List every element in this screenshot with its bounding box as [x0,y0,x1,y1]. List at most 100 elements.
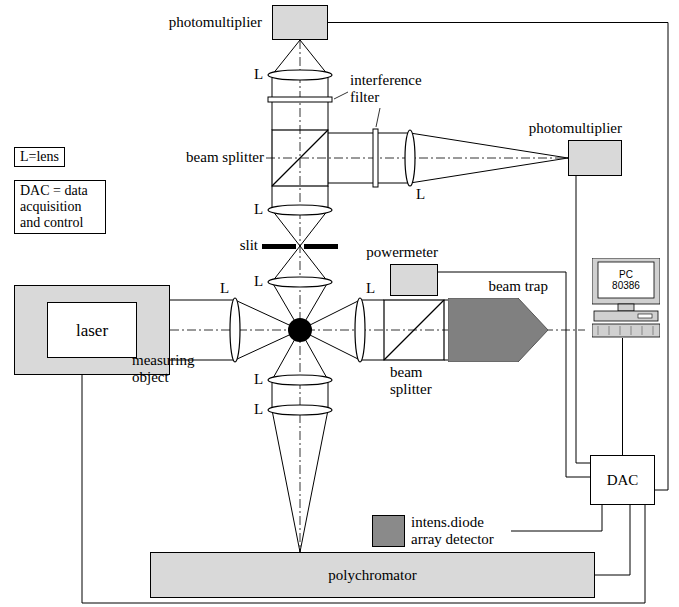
powermeter-box: powermeter [366,244,438,296]
powermeter-box-body [390,264,438,296]
computer-part [618,304,634,311]
beam-trap-shape [448,298,548,362]
beam-splitter-cube [384,300,444,360]
light-beam [410,158,568,183]
leader-line [376,108,380,127]
beam-trap: beam trap [448,278,548,362]
part-label: L [416,186,425,203]
node-text: L=lens [20,149,59,165]
node-text: DAC = data acquisition and control [20,183,100,231]
optical-axis [300,40,301,552]
light-beam [360,360,384,361]
light-beam [272,410,300,552]
text-wrapper: photomultiplier [169,14,262,31]
light-beam [272,186,273,210]
computer-part [592,258,660,304]
slit [262,244,296,249]
lens [230,298,240,362]
node-text: polychromator [328,567,416,584]
keyboard-key [642,326,643,335]
light-beam [410,133,568,158]
node-text: laser [76,321,108,340]
beam-splitter-cube [272,130,328,186]
text-wrapper: intens.diode array detector [411,514,511,548]
keyboard-key [653,326,654,335]
part-label: L [366,280,375,297]
light-beam [444,360,448,361]
interference-filter [373,129,378,187]
photomultiplier-box-body [568,140,622,176]
part-label: slit [240,237,258,254]
light-beam [328,186,329,210]
light-beam [328,380,329,410]
optical-axis [266,158,568,159]
keyboard-key [620,326,621,335]
light-beam [328,183,410,184]
dac-box: DAC [590,455,655,505]
laser-window: laser [47,302,137,358]
part-label: beam splitter [390,364,446,398]
part-label: L [254,371,263,388]
light-beam [444,300,448,301]
text-wrapper: PC 80386 [608,269,644,291]
detector-box-body [372,515,405,547]
lens [268,405,332,415]
node-text: beam trap [488,278,548,295]
part-label: beam splitter [186,149,264,166]
keyboard-key [598,326,599,335]
light-beam [272,380,273,410]
computer-part [592,324,660,337]
light-beam [170,300,235,301]
part-label: L [254,273,263,290]
light-beam [170,40,568,552]
text-wrapper: beam trap [488,278,548,295]
light-beam [328,133,410,134]
part-label: L [254,66,263,83]
part-label: L [254,201,263,218]
photomultiplier-box: photomultiplier [529,120,622,176]
lens [405,130,415,186]
legend-box: DAC = data acquisition and control [14,180,106,234]
node-text: powermeter [366,244,438,261]
signal-wire [82,375,645,603]
light-beam [360,300,384,301]
lens [268,70,332,80]
computer-icon: PC 80386 [592,258,660,338]
detector-box: intens.diode array detector [372,514,511,548]
disk-drive [638,314,652,318]
legend-box: L=lens [14,147,65,167]
leader-line [334,92,348,99]
slit [262,244,338,249]
part-label: L [254,401,263,418]
part-label: measuring object [132,352,228,386]
beam-splitter-cube [384,300,444,360]
interference-filter [268,97,332,102]
interference-filter [268,97,378,187]
computer-part [598,262,654,298]
computer-part [594,311,658,321]
lens [355,298,365,362]
part-label: interference filter [350,72,450,106]
photomultiplier-box-body [272,5,328,40]
beam-trap-shape [448,298,548,362]
node-text: photomultiplier [529,120,622,137]
node-text: PC 80386 [608,269,644,291]
slit [304,244,338,249]
signal-wire [622,338,623,455]
text-wrapper: powermeter [366,244,438,261]
beam-splitter-cube [272,130,328,186]
text-wrapper: photomultiplier [529,120,622,137]
lens [230,70,415,415]
node-text: photomultiplier [169,14,262,31]
signal-wire [576,176,590,463]
photomultiplier-box: photomultiplier [169,5,328,40]
text-wrapper: PC 80386 [599,263,653,297]
node-text: intens.diode array detector [411,514,511,548]
signal-wire [511,505,602,531]
node-text: DAC [607,472,639,489]
lens [268,277,332,287]
light-beam [300,410,328,552]
